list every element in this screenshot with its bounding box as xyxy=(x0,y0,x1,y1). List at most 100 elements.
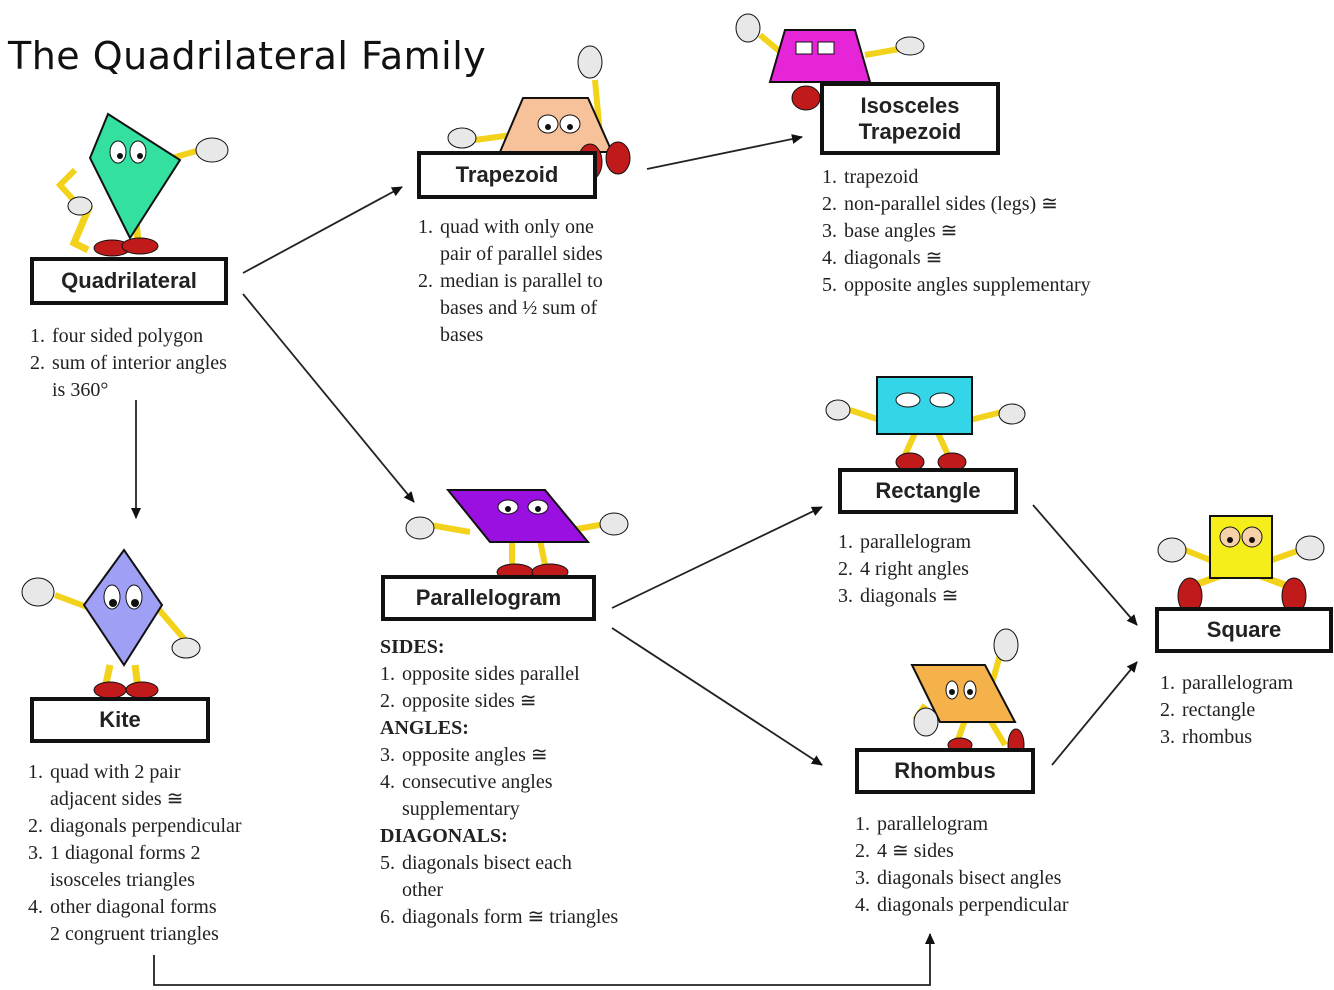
page-title: The Quadrilateral Family xyxy=(8,34,487,78)
isosceles-trapezoid-character xyxy=(735,13,925,111)
property-item: 1.parallelogram xyxy=(1160,670,1293,697)
property-number: 3. xyxy=(28,842,43,864)
node-quadrilateral: Quadrilateral xyxy=(30,257,228,305)
property-text-continued: other xyxy=(402,879,444,901)
property-row: 2.non-parallel sides (legs) ≅ xyxy=(822,191,1091,218)
property-number: 2. xyxy=(30,352,45,374)
rhombus-body-shape xyxy=(910,664,1017,723)
property-text: parallelogram xyxy=(860,531,972,553)
property-row: 1. quad with only one xyxy=(418,214,603,241)
property-number: 1. xyxy=(822,166,837,188)
node-isosceles-trapezoid-label-line2: Trapezoid xyxy=(858,118,962,144)
property-text: sum of interior angles xyxy=(52,352,227,374)
arrow-quadrilateral-to-trapezoid xyxy=(242,186,403,274)
property-number: 1. xyxy=(30,325,45,347)
property-row: 3. 1 diagonal forms 2 xyxy=(28,840,242,867)
parallelogram-angles-heading: ANGLES: xyxy=(380,717,469,739)
property-number: 4. xyxy=(855,894,870,916)
glove-icon xyxy=(447,127,477,149)
quadrilateral-leg-left xyxy=(69,203,94,254)
kite-character xyxy=(21,548,201,699)
property-text-continued: adjacent sides ≅ xyxy=(50,788,184,810)
property-row: 3.opposite angles ≅ xyxy=(380,742,618,769)
property-item: 3.base angles ≅ xyxy=(822,218,1091,245)
node-parallelogram-label: Parallelogram xyxy=(415,585,562,611)
property-text-continued: is 360° xyxy=(52,379,109,401)
property-text: trapezoid xyxy=(844,166,919,188)
property-number: 1. xyxy=(855,813,870,835)
property-text-continued: isosceles triangles xyxy=(50,869,195,891)
property-row: 2.4 right angles xyxy=(838,556,971,583)
property-row: 1.parallelogram xyxy=(1160,670,1293,697)
property-number: 4. xyxy=(380,771,395,793)
property-text: quad with only one xyxy=(440,216,594,238)
property-item: 1. parallelogram xyxy=(838,529,971,556)
property-text: diagonals ≅ xyxy=(860,585,959,607)
property-item: 2.non-parallel sides (legs) ≅ xyxy=(822,191,1091,218)
property-row: 4.diagonals ≅ xyxy=(822,245,1091,272)
property-text: non-parallel sides (legs) ≅ xyxy=(844,193,1058,215)
property-number: 1. xyxy=(418,216,433,238)
property-text: diagonals perpendicular xyxy=(877,894,1069,916)
property-text-continued: bases and ½ sum of xyxy=(440,297,598,319)
property-text: base angles ≅ xyxy=(844,220,958,242)
property-number: 6. xyxy=(380,906,395,928)
property-text: other diagonal forms xyxy=(50,896,217,918)
square-body-shape xyxy=(1209,515,1273,579)
property-text: 1 diagonal forms 2 xyxy=(50,842,201,864)
node-trapezoid-label: Trapezoid xyxy=(455,162,559,188)
property-number: 1. xyxy=(838,531,853,553)
node-rectangle: Rectangle xyxy=(838,468,1018,514)
shoe-icon xyxy=(791,85,821,111)
property-row: 2.opposite sides ≅ xyxy=(380,688,618,715)
parallelogram-sides-heading: SIDES: xyxy=(380,636,445,658)
property-row: 4.consecutive angles xyxy=(380,769,618,796)
node-kite-label: Kite xyxy=(99,707,141,733)
property-number: 5. xyxy=(380,852,395,874)
property-item: 5.opposite angles supplementary xyxy=(822,272,1091,299)
property-item: 3.opposite angles ≅ xyxy=(380,742,618,769)
property-row: 3.rhombus xyxy=(1160,724,1293,751)
property-item: 3.rhombus xyxy=(1160,724,1293,751)
property-text: diagonals bisect each xyxy=(402,852,572,874)
node-trapezoid: Trapezoid xyxy=(417,151,597,199)
property-item: 6. diagonals form ≅ triangles xyxy=(380,904,618,931)
property-text: quad with 2 pair xyxy=(50,761,181,783)
property-item: 1. four sided polygon xyxy=(30,323,227,350)
property-row: 2.4 ≅ sides xyxy=(855,838,1069,865)
property-number: 3. xyxy=(1160,726,1175,748)
property-item: 1.opposite sides parallel xyxy=(380,661,618,688)
property-item: 2.4 ≅ sides xyxy=(855,838,1069,865)
property-text: opposite angles supplementary xyxy=(844,274,1091,296)
node-rectangle-label: Rectangle xyxy=(875,478,981,504)
property-row: 2.rectangle xyxy=(1160,697,1293,724)
property-item: 4.diagonals ≅ xyxy=(822,245,1091,272)
isosceles-trapezoid-properties: 1. trapezoid 2.non-parallel sides (legs) ≅… xyxy=(822,164,1091,299)
property-item: 2. sum of interior angles is 360° xyxy=(30,350,227,404)
property-row: 1. four sided polygon xyxy=(30,323,227,350)
property-item: 2.diagonals perpendicular xyxy=(28,813,242,840)
node-rhombus: Rhombus xyxy=(855,748,1035,794)
property-text: opposite sides parallel xyxy=(402,663,580,685)
glove-icon xyxy=(577,45,603,79)
property-row: 4. diagonals perpendicular xyxy=(855,892,1069,919)
glove-icon xyxy=(735,13,761,43)
isosceles-trapezoid-body-shape xyxy=(768,29,872,83)
property-row: 2.diagonals perpendicular xyxy=(28,813,242,840)
property-text: diagonals form ≅ triangles xyxy=(402,906,619,928)
property-text-continued: supplementary xyxy=(402,798,520,820)
shoe-icon xyxy=(93,681,127,699)
node-isosceles-trapezoid: Isosceles Trapezoid xyxy=(820,82,1000,155)
property-text: four sided polygon xyxy=(52,325,204,347)
property-number: 1. xyxy=(28,761,43,783)
node-rhombus-label: Rhombus xyxy=(894,758,996,784)
shoe-icon xyxy=(125,681,159,699)
rhombus-character xyxy=(910,628,1025,762)
quadrilateral-properties: 1. four sided polygon 2. sum of interior an… xyxy=(30,323,227,404)
property-text-continued: bases xyxy=(440,324,484,346)
property-row: 3.diagonals bisect angles xyxy=(855,865,1069,892)
